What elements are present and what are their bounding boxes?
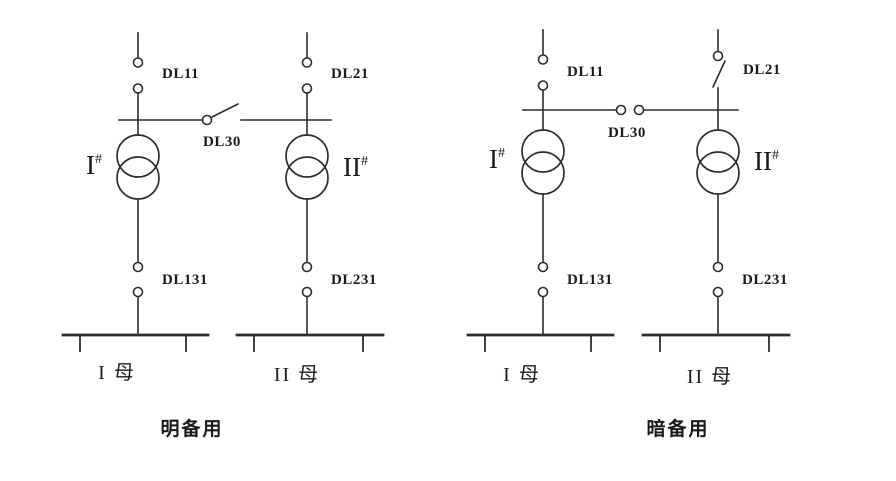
busbar2-label: II 母 [274, 364, 320, 386]
breaker-dl231-contact-top [301, 261, 313, 273]
breaker-dl11-contact-top [537, 54, 549, 65]
dl21-label: DL21 [743, 62, 781, 78]
dl11-label: DL11 [567, 64, 604, 80]
breaker-dl21-contact-bottom [301, 83, 313, 94]
tie-switch-dl30-contact [201, 114, 213, 126]
transformer2-winding-top [285, 134, 329, 178]
breaker-dl131-contact-bottom [537, 286, 549, 298]
transformer2-label: II# [754, 146, 779, 176]
transformer2-label: II# [343, 152, 368, 182]
transformer1-label: I# [489, 144, 505, 174]
transformer1-winding-bottom [521, 151, 565, 195]
breaker-dl231-contact-top [712, 261, 724, 273]
breaker-dl11-contact-top [132, 57, 144, 68]
breaker-dl231-contact-bottom [712, 286, 724, 298]
dl21-label: DL21 [331, 66, 369, 82]
transformer1-winding-bottom [116, 156, 160, 200]
busbar2-label: II 母 [687, 366, 733, 388]
breaker-dl231-contact-bottom [301, 286, 313, 298]
dl231-label: DL231 [742, 272, 788, 288]
tie-breaker-dl30-contact-right [633, 104, 645, 116]
diagram1-caption: 明备用 [160, 417, 223, 440]
dl11-label: DL11 [162, 66, 199, 82]
tie-breaker-dl30-contact-left [615, 104, 627, 116]
breaker-dl131-contact-bottom [132, 286, 144, 298]
tie-switch-dl30-open-blade [211, 103, 239, 118]
dl231-label: DL231 [331, 272, 377, 288]
breaker-dl11-contact-bottom [537, 80, 549, 91]
transformer2-winding-top [696, 129, 740, 173]
breaker-dl131-contact-top [537, 261, 549, 273]
transformer2-winding-bottom [696, 151, 740, 195]
busbar1-label: I 母 [503, 364, 541, 386]
transformer2-winding-bottom [285, 156, 329, 200]
diagram2-caption: 暗备用 [646, 417, 709, 440]
dl30-label: DL30 [608, 125, 646, 141]
transformer1-label: I# [86, 150, 102, 180]
dl131-label: DL131 [162, 272, 208, 288]
dl30-label: DL30 [203, 134, 241, 150]
breaker-dl21-contact-top [301, 57, 313, 68]
switch-dl21-open-blade [712, 60, 726, 88]
diagram-implicit-standby: DL11 DL21 DL30 I# II# DL131 DL231 [466, 29, 791, 440]
diagram-explicit-standby: DL11 DL21 DL30 I# II# DL131 DL231 [61, 32, 385, 440]
breaker-dl11-contact-bottom [132, 83, 144, 94]
switch-dl21-contact [712, 50, 724, 62]
dl131-label: DL131 [567, 272, 613, 288]
busbar1-label: I 母 [98, 362, 136, 384]
transformer1-winding-top [521, 129, 565, 173]
breaker-dl131-contact-top [132, 261, 144, 273]
transformer1-winding-top [116, 134, 160, 178]
